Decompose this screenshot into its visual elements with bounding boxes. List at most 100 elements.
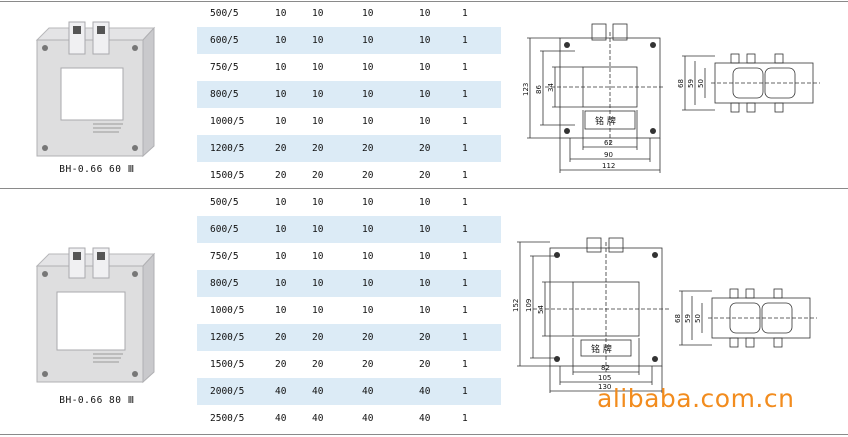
front-dimension-drawing-2: 152 109 54 82 105 130 铭 牌 xyxy=(512,237,670,393)
value-cell: 10 xyxy=(275,116,287,127)
turns-cell: 1 xyxy=(462,197,468,208)
value-cell: 40 xyxy=(275,386,287,397)
value-cell: 10 xyxy=(312,35,324,46)
value-cell: 20 xyxy=(275,170,287,181)
product-model-label: BH-0.66 60 Ⅲ xyxy=(59,164,135,175)
value-cell: 20 xyxy=(312,143,324,154)
side-inner-label: 59 xyxy=(687,79,695,88)
value-cell: 10 xyxy=(362,116,374,127)
bottom-border xyxy=(0,434,848,435)
value-cell: 10 xyxy=(275,8,287,19)
turns-cell: 1 xyxy=(462,8,468,19)
value-cell: 20 xyxy=(312,332,324,343)
value-cell: 10 xyxy=(362,62,374,73)
value-cell: 10 xyxy=(419,251,431,262)
dim-inner-height-label: 109 xyxy=(525,299,533,312)
dim-window-width-label: 62 xyxy=(604,139,613,147)
value-cell: 20 xyxy=(312,170,324,181)
ratio-cell: 600/5 xyxy=(210,224,239,235)
turns-cell: 1 xyxy=(462,305,468,316)
ratio-cell: 500/5 xyxy=(210,197,239,208)
turns-cell: 1 xyxy=(462,332,468,343)
value-cell: 20 xyxy=(419,170,431,181)
value-cell: 10 xyxy=(362,8,374,19)
value-cell: 10 xyxy=(312,278,324,289)
value-cell: 40 xyxy=(419,386,431,397)
side-window-label: 50 xyxy=(694,314,702,323)
value-cell: 10 xyxy=(362,35,374,46)
ratio-cell: 1200/5 xyxy=(210,143,245,154)
side-dimension-drawing-1: 68 59 50 xyxy=(677,53,820,113)
value-cell: 40 xyxy=(312,413,324,424)
value-cell: 20 xyxy=(362,170,374,181)
value-cell: 10 xyxy=(362,89,374,100)
dim-height-label: 152 xyxy=(512,299,520,312)
ratio-cell: 750/5 xyxy=(210,251,239,262)
ratio-cell: 2500/5 xyxy=(210,413,245,424)
ratio-cell: 500/5 xyxy=(210,8,239,19)
turns-cell: 1 xyxy=(462,251,468,262)
turns-cell: 1 xyxy=(462,116,468,127)
value-cell: 10 xyxy=(419,305,431,316)
value-cell: 10 xyxy=(275,89,287,100)
value-cell: 10 xyxy=(312,89,324,100)
value-cell: 40 xyxy=(275,413,287,424)
ratio-cell: 600/5 xyxy=(210,35,239,46)
turns-cell: 1 xyxy=(462,413,468,424)
dim-height-label: 123 xyxy=(522,83,530,96)
turns-cell: 1 xyxy=(462,224,468,235)
turns-cell: 1 xyxy=(462,386,468,397)
value-cell: 10 xyxy=(312,62,324,73)
value-cell: 10 xyxy=(419,62,431,73)
nameplate-label: 铭 牌 xyxy=(591,343,612,355)
value-cell: 20 xyxy=(419,332,431,343)
nameplate-label: 铭 牌 xyxy=(595,115,616,127)
dim-width-label: 112 xyxy=(602,162,615,170)
dim-mount-width-label: 105 xyxy=(598,374,611,382)
value-cell: 40 xyxy=(362,413,374,424)
turns-cell: 1 xyxy=(462,170,468,181)
value-cell: 10 xyxy=(312,251,324,262)
value-cell: 10 xyxy=(362,305,374,316)
dim-window-width-label: 82 xyxy=(601,364,610,372)
product-photo-1 xyxy=(35,21,156,158)
table-row: 1500/5 20 20 20 20 1 xyxy=(197,162,501,189)
value-cell: 40 xyxy=(362,386,374,397)
turns-cell: 1 xyxy=(462,359,468,370)
ratio-cell: 800/5 xyxy=(210,278,239,289)
ratio-cell: 1500/5 xyxy=(210,170,245,181)
side-height-label: 68 xyxy=(677,79,685,88)
side-dimension-drawing-2: 68 59 50 xyxy=(674,288,817,348)
value-cell: 10 xyxy=(419,224,431,235)
value-cell: 10 xyxy=(362,278,374,289)
value-cell: 10 xyxy=(312,305,324,316)
value-cell: 20 xyxy=(275,143,287,154)
value-cell: 10 xyxy=(275,251,287,262)
ratio-cell: 750/5 xyxy=(210,62,239,73)
value-cell: 10 xyxy=(275,305,287,316)
product-photo-2 xyxy=(35,247,156,384)
dim-width-label: 130 xyxy=(598,383,611,391)
value-cell: 10 xyxy=(312,224,324,235)
value-cell: 10 xyxy=(362,224,374,235)
value-cell: 20 xyxy=(419,143,431,154)
value-cell: 10 xyxy=(312,197,324,208)
turns-cell: 1 xyxy=(462,278,468,289)
value-cell: 10 xyxy=(419,197,431,208)
value-cell: 10 xyxy=(312,116,324,127)
ratio-cell: 800/5 xyxy=(210,89,239,100)
value-cell: 20 xyxy=(419,359,431,370)
dim-window-height-label: 34 xyxy=(547,83,555,92)
